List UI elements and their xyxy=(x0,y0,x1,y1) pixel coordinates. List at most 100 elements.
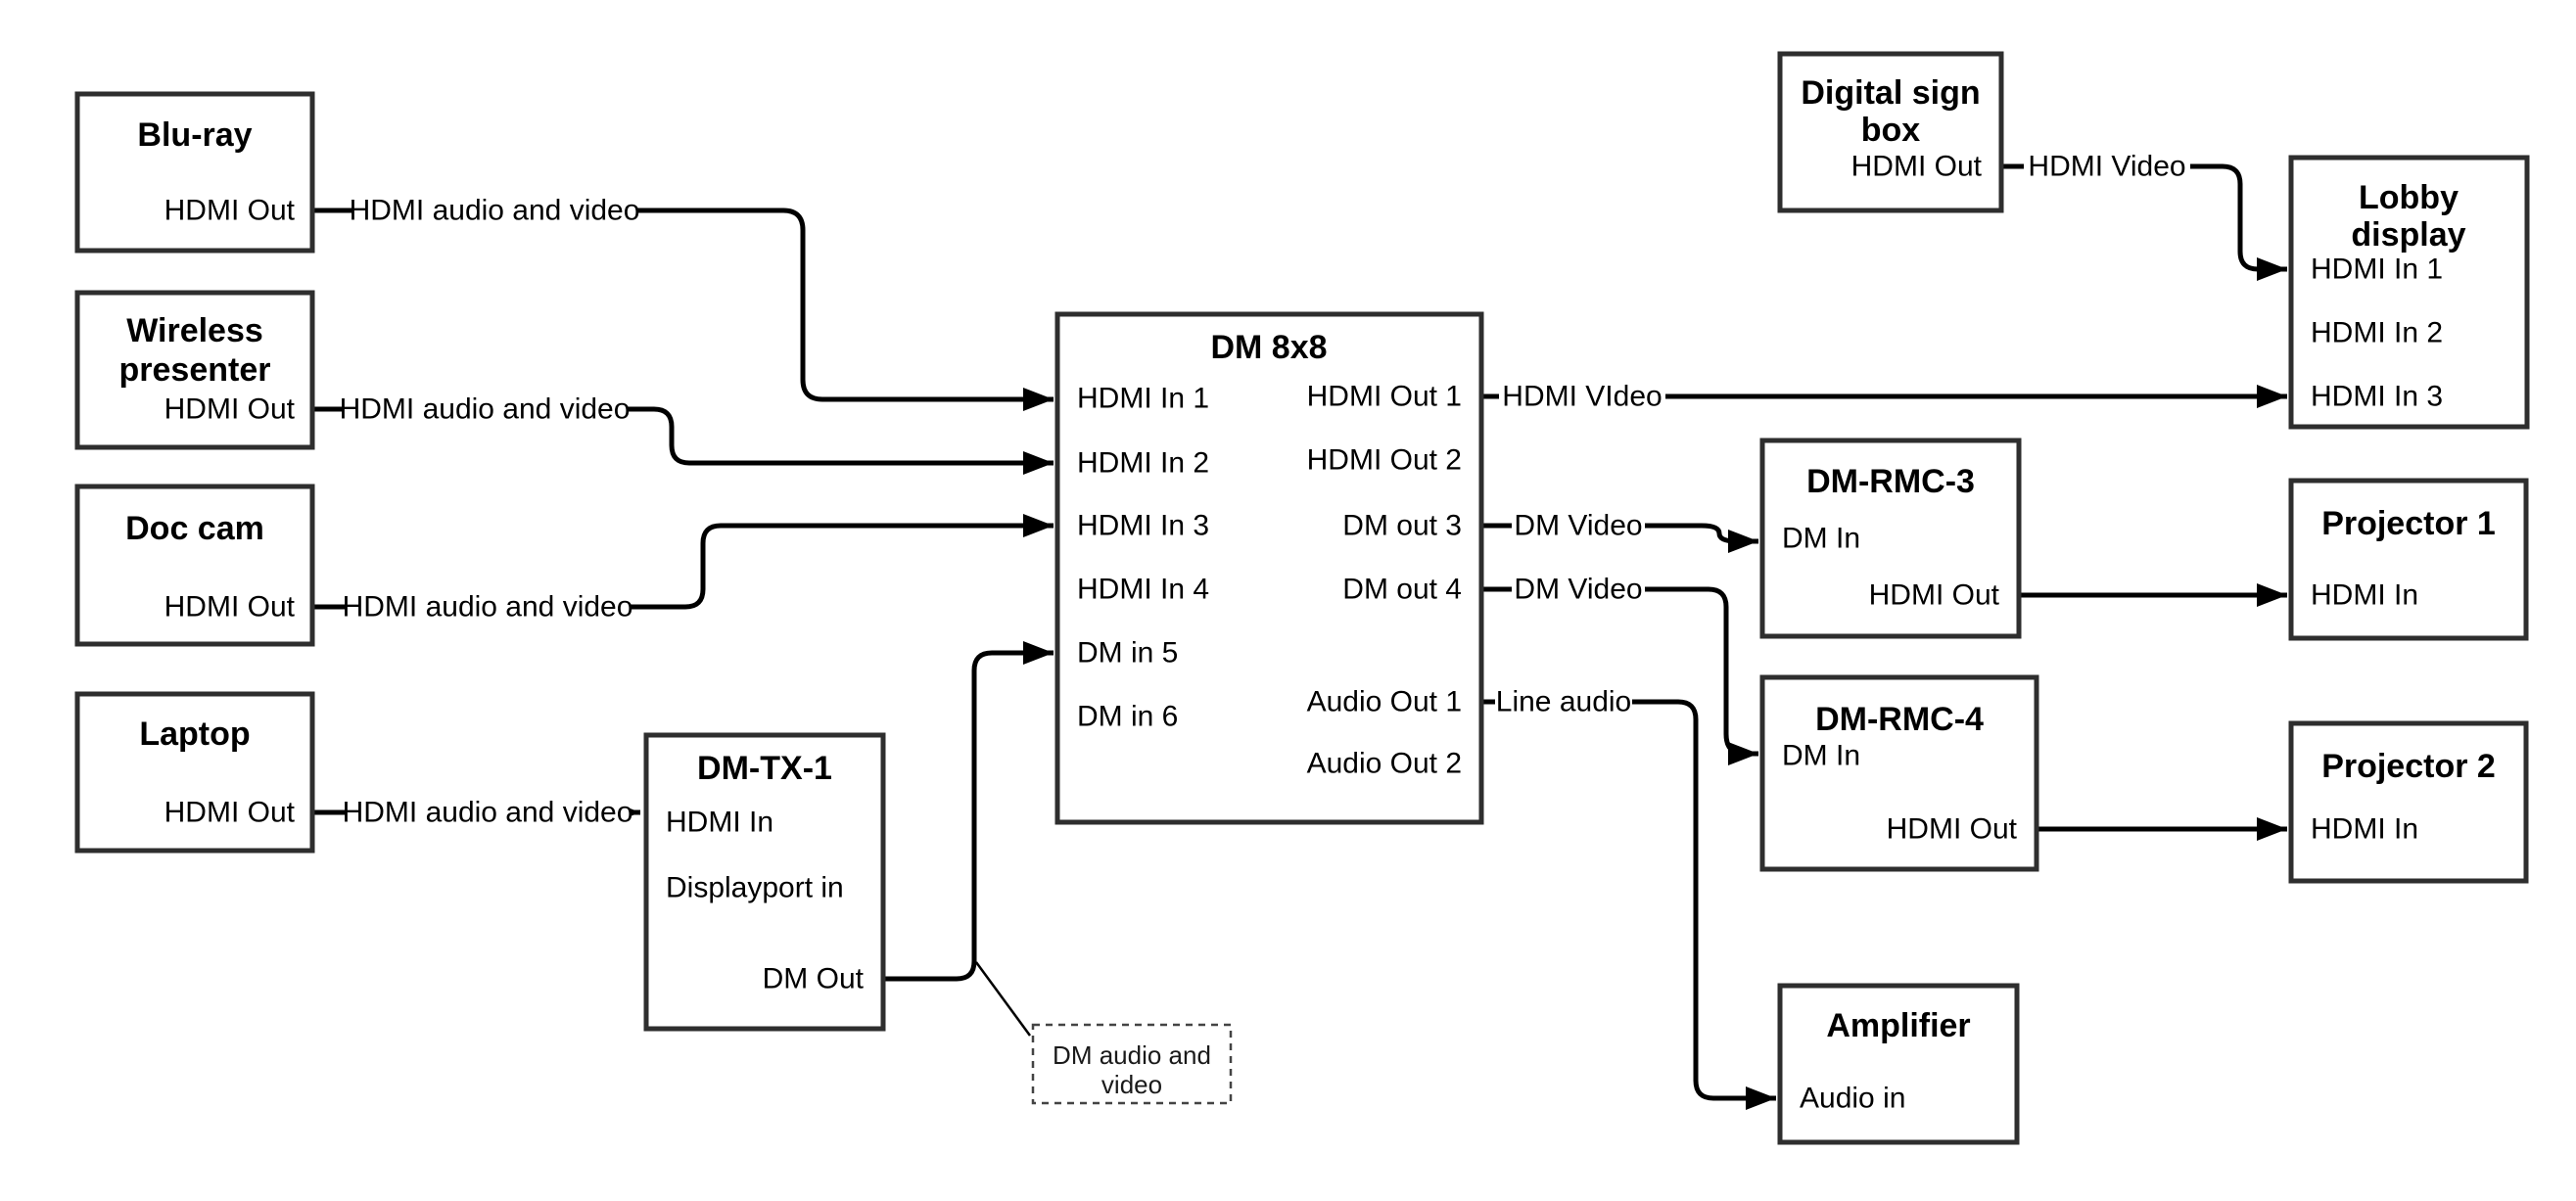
port-dm8x8-audio-out-1: Audio Out 1 xyxy=(1307,686,1462,718)
port-wireless-hdmi-out: HDMI Out xyxy=(164,393,296,426)
port-dm8x8-audio-out-2: Audio Out 2 xyxy=(1307,748,1462,780)
wire-label-doccam: HDMI audio and video xyxy=(343,591,633,624)
port-dm8x8-hdmi-in-3: HDMI In 3 xyxy=(1077,510,1209,542)
port-lobby-hdmi-in-2: HDMI In 2 xyxy=(2311,317,2443,349)
port-rmc4-dm-in: DM In xyxy=(1782,740,1860,772)
wire-label-dm-out3: DM Video xyxy=(1514,510,1642,542)
port-amp-audio-in: Audio in xyxy=(1800,1083,1905,1115)
wire-label-laptop: HDMI audio and video xyxy=(343,797,633,829)
port-dm8x8-hdmi-in-2: HDMI In 2 xyxy=(1077,447,1209,480)
callout-box xyxy=(1031,1023,1233,1105)
port-dm8x8-dm-in-6: DM in 6 xyxy=(1077,701,1178,733)
port-bluray-hdmi-out: HDMI Out xyxy=(164,195,296,227)
port-dm8x8-dm-out-4: DM out 4 xyxy=(1342,574,1462,606)
node-laptop-box xyxy=(74,691,315,854)
port-dmtx1-dm-out: DM Out xyxy=(763,963,865,995)
port-dm8x8-hdmi-out-1: HDMI Out 1 xyxy=(1307,381,1462,413)
node-amp-box xyxy=(1777,983,2020,1145)
port-dm8x8-hdmi-out-2: HDMI Out 2 xyxy=(1307,444,1462,477)
wire-label-hdmi-out1: HDMI VIdeo xyxy=(1502,381,1662,413)
callout-leader-line xyxy=(974,961,1032,1037)
node-dm-tx-1: DM-TX-1 HDMI In Displayport in DM Out xyxy=(643,732,886,1032)
node-projector-2: Projector 2 HDMI In xyxy=(2288,720,2529,884)
node-projector-1: Projector 1 HDMI In xyxy=(2288,478,2529,641)
node-dm-rmc-3: DM-RMC-3 DM In HDMI Out xyxy=(1759,438,2022,639)
node-bluray-box xyxy=(74,91,315,254)
port-lobby-hdmi-in-3: HDMI In 3 xyxy=(2311,381,2443,413)
wire-dm8x8-audio1-to-amp xyxy=(1481,699,1776,1110)
port-proj1-hdmi-in: HDMI In xyxy=(2311,579,2418,612)
node-rmc4-title: DM-RMC-4 xyxy=(1815,701,1984,738)
port-laptop-hdmi-out: HDMI Out xyxy=(164,797,296,829)
wire-wireless-to-dm8x8-in2 xyxy=(312,406,1054,475)
wire-dmtx1-to-dm8x8-in5 xyxy=(883,641,1054,982)
node-digital-sign-box: Digital sign box HDMI Out xyxy=(1777,51,2004,213)
wire-label-bg xyxy=(343,392,627,427)
node-doccam-title: Doc cam xyxy=(125,510,264,547)
wire-label-wireless: HDMI audio and video xyxy=(340,393,631,426)
port-rmc3-hdmi-out: HDMI Out xyxy=(1869,579,2000,612)
node-dmtx1-box xyxy=(643,732,886,1032)
node-laptop-title: Laptop xyxy=(139,716,250,753)
node-wireless-title-line2: presenter xyxy=(119,351,271,389)
node-amplifier: Amplifier Audio in xyxy=(1777,983,2020,1145)
wire-signbox-to-lobby-in1 xyxy=(2000,163,2287,281)
node-lobby-display: Lobby display HDMI In 1 HDMI In 2 HDMI I… xyxy=(2288,155,2530,430)
node-proj1-title: Projector 1 xyxy=(2321,505,2496,542)
wire-label-bg xyxy=(346,795,630,830)
node-dm8x8-title: DM 8x8 xyxy=(1210,329,1327,366)
port-dmtx1-displayport-in: Displayport in xyxy=(666,872,844,904)
node-proj1-box xyxy=(2288,478,2529,641)
callout-text-line2: video xyxy=(1101,1070,1162,1099)
node-signbox-box xyxy=(1777,51,2004,213)
port-rmc3-dm-in: DM In xyxy=(1782,523,1860,555)
node-lobby-title-line1: Lobby xyxy=(2359,179,2459,216)
node-rmc3-box xyxy=(1759,438,2022,639)
node-rmc4-box xyxy=(1759,674,2039,872)
port-dm8x8-hdmi-in-4: HDMI In 4 xyxy=(1077,574,1209,606)
wire-bluray-to-dm8x8-in1 xyxy=(312,208,1054,411)
wire-label-bg xyxy=(352,193,636,228)
node-dm-rmc-4: DM-RMC-4 DM In HDMI Out xyxy=(1759,674,2039,872)
wire-label-signbox: HDMI Video xyxy=(2028,151,2185,183)
node-proj2-box xyxy=(2288,720,2529,884)
node-signbox-title-line1: Digital sign xyxy=(1801,74,1980,112)
wire-labels: HDMI audio and video HDMI audio and vide… xyxy=(340,149,2190,830)
node-laptop: Laptop HDMI Out xyxy=(74,691,315,854)
port-signbox-hdmi-out: HDMI Out xyxy=(1851,151,1983,183)
port-dm8x8-dm-out-3: DM out 3 xyxy=(1342,510,1462,542)
node-dm-8x8: DM 8x8 HDMI In 1 HDMI In 2 HDMI In 3 HDM… xyxy=(1054,311,1484,825)
wire-label-bg xyxy=(1512,508,1645,543)
node-bluray-title: Blu-ray xyxy=(137,116,252,154)
wire-label-bg xyxy=(2024,149,2190,184)
node-lobby-title-line2: display xyxy=(2351,216,2465,254)
node-amp-title: Amplifier xyxy=(1826,1007,1970,1044)
wire-label-bg xyxy=(1495,684,1632,719)
wire-label-dm-out4: DM Video xyxy=(1514,574,1642,606)
port-dm8x8-hdmi-in-1: HDMI In 1 xyxy=(1077,383,1209,415)
node-dmtx1-title: DM-TX-1 xyxy=(697,750,832,787)
node-lobby-box xyxy=(2288,155,2530,430)
node-wireless-title-line1: Wireless xyxy=(126,312,263,349)
port-doccam-hdmi-out: HDMI Out xyxy=(164,591,296,624)
wire-label-bluray: HDMI audio and video xyxy=(350,195,640,227)
port-rmc4-hdmi-out: HDMI Out xyxy=(1887,813,2018,846)
node-wireless-box xyxy=(74,290,315,450)
wire-label-bg xyxy=(346,589,630,624)
wire-label-audio-out1: Line audio xyxy=(1496,686,1631,718)
port-dm8x8-dm-in-5: DM in 5 xyxy=(1077,637,1178,670)
wire-doccam-to-dm8x8-in3 xyxy=(312,514,1054,610)
wire-label-bg xyxy=(1512,572,1645,607)
wire-dm8x8-out4-to-rmc4 xyxy=(1481,586,1758,765)
node-doccam-box xyxy=(74,484,315,647)
port-dmtx1-hdmi-in: HDMI In xyxy=(666,807,773,839)
wire-dm8x8-out3-to-rmc3 xyxy=(1481,523,1758,553)
node-wireless-presenter: Wireless presenter HDMI Out xyxy=(74,290,315,450)
node-bluray: Blu-ray HDMI Out xyxy=(74,91,315,254)
node-signbox-title-line2: box xyxy=(1861,112,1921,149)
port-proj2-hdmi-in: HDMI In xyxy=(2311,813,2418,846)
node-proj2-title: Projector 2 xyxy=(2321,748,2496,785)
node-dm8x8-box xyxy=(1054,311,1484,825)
